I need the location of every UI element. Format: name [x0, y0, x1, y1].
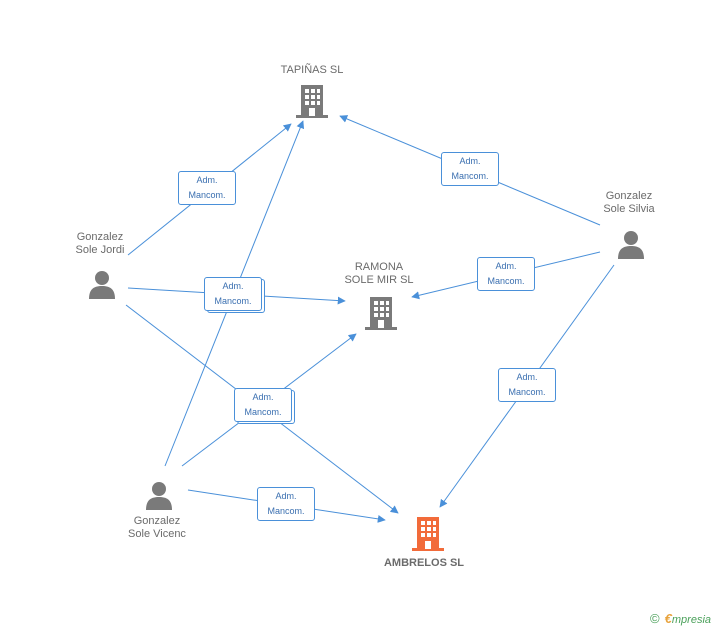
- company-label-ambrelos[interactable]: AMBRELOS SL: [374, 557, 474, 570]
- edge-label-line2: Mancom.: [267, 506, 305, 516]
- person-name-line1: Gonzalez: [605, 190, 653, 202]
- person-name-line2: Sole Vicenc: [128, 528, 186, 540]
- edge-label-jordi-tapinas: Adm. Mancom.: [178, 171, 236, 205]
- edge-label-silvia-tapinas: Adm. Mancom.: [441, 152, 499, 186]
- company-label-tapinas[interactable]: TAPIÑAS SL: [262, 64, 362, 77]
- person-label-vicenc[interactable]: Gonzalez Sole Vicenc: [107, 515, 207, 541]
- edge-label-line2: Mancom.: [508, 387, 546, 397]
- edge-label-vicenc-ramona: Adm. Mancom.: [234, 388, 292, 422]
- edge-label-line1: Adm.: [222, 281, 244, 291]
- edge-label-line1: Adm.: [495, 261, 517, 271]
- edge-label-silvia-ambrelos: Adm. Mancom.: [498, 368, 556, 402]
- copyright-symbol: ©: [650, 611, 660, 626]
- edge-label-line2: Mancom.: [244, 407, 282, 417]
- edge-label-silvia-ramona: Adm. Mancom.: [477, 257, 535, 291]
- person-icon: [617, 229, 645, 264]
- edge-label-line1: Adm.: [459, 156, 481, 166]
- brand-watermark: © €mpresia: [650, 611, 711, 626]
- person-name-line1: Gonzalez: [76, 231, 124, 243]
- person-label-jordi[interactable]: Gonzalez Sole Jordi: [50, 231, 150, 257]
- company-name-line1: RAMONA: [354, 261, 404, 273]
- person-name-line2: Sole Silvia: [603, 203, 655, 215]
- edge-label-line2: Mancom.: [451, 171, 489, 181]
- person-name-line1: Gonzalez: [133, 515, 181, 527]
- edge-label-line1: Adm.: [516, 372, 538, 382]
- building-icon-highlighted: [412, 516, 444, 556]
- company-name-line2: SOLE MIR SL: [344, 274, 414, 286]
- person-name-line2: Sole Jordi: [75, 244, 125, 256]
- company-name: TAPIÑAS SL: [280, 64, 344, 76]
- edge-label-line1: Adm.: [196, 175, 218, 185]
- person-icon: [88, 269, 116, 304]
- edge-label-line2: Mancom.: [188, 190, 226, 200]
- edge-label-vicenc-ambrelos: Adm. Mancom.: [257, 487, 315, 521]
- edge-label-line1: Adm.: [252, 392, 274, 402]
- edge-label-line2: Mancom.: [214, 296, 252, 306]
- brand-logo-letter: €: [664, 611, 672, 626]
- person-label-silvia[interactable]: Gonzalez Sole Silvia: [579, 190, 679, 216]
- company-name: AMBRELOS SL: [383, 557, 465, 569]
- edge-label-line2: Mancom.: [487, 276, 525, 286]
- edge-label-jordi-ramona: Adm. Mancom.: [204, 277, 262, 311]
- person-icon: [145, 480, 173, 515]
- brand-name: mpresia: [671, 614, 712, 626]
- edge-label-line1: Adm.: [275, 491, 297, 501]
- company-label-ramona[interactable]: RAMONA SOLE MIR SL: [329, 261, 429, 287]
- building-icon: [296, 84, 328, 123]
- building-icon: [365, 296, 397, 335]
